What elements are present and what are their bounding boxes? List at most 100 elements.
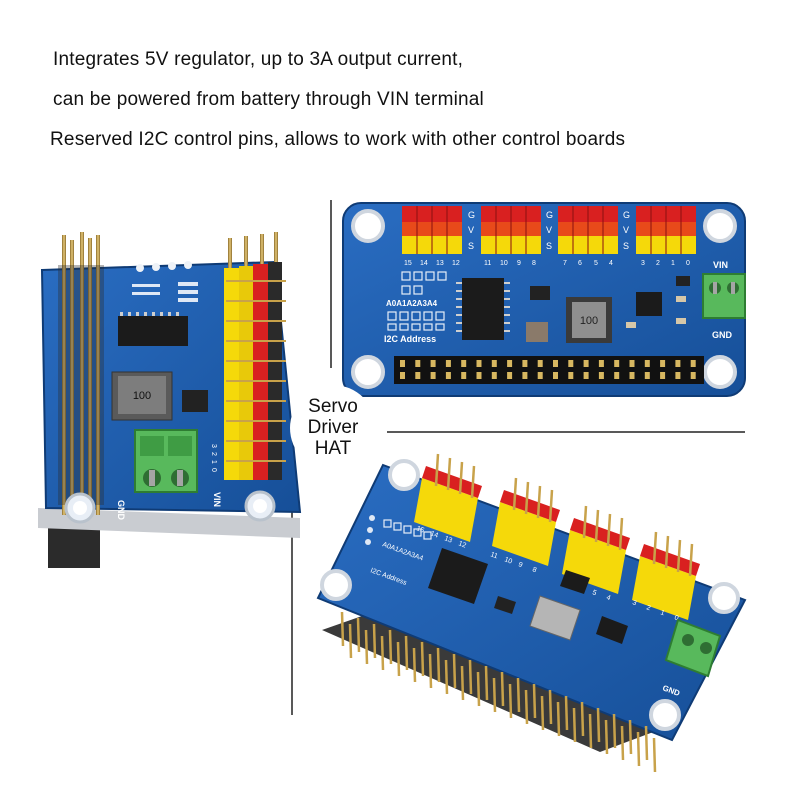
top-inductor-marking: 100 xyxy=(580,315,598,327)
gpio-pin xyxy=(522,372,528,379)
gpio-pin xyxy=(476,360,482,367)
gpio-pin xyxy=(507,360,513,367)
gpio-pin xyxy=(660,372,666,379)
gpio-pin xyxy=(564,695,569,731)
gpio-pin xyxy=(340,611,345,647)
gpio-pin xyxy=(507,372,513,379)
gpio-pin xyxy=(553,360,558,367)
gpio-pin xyxy=(476,372,482,379)
gpio-pin xyxy=(524,689,529,725)
gpio-pin xyxy=(388,629,393,665)
top-ch-8: 8 xyxy=(532,260,536,267)
right-ch-2: 2 xyxy=(645,604,651,612)
left-inductor-marking: 100 xyxy=(133,390,151,402)
gpio-pin xyxy=(372,623,377,659)
gpio-pin xyxy=(660,360,666,367)
right-board: 15 14 13 12 11 10 9 8 7 6 5 4 3 2 1 0 A0… xyxy=(316,453,747,773)
top-ch-13: 13 xyxy=(436,260,444,267)
top-label-s3: S xyxy=(623,241,629,251)
top-label-s: S xyxy=(468,241,474,251)
left-channel-2: 2 xyxy=(210,452,217,456)
right-ch-13: 13 xyxy=(443,535,453,544)
gpio-pin xyxy=(614,372,620,379)
gpio-pin xyxy=(556,701,561,737)
caption-line-1: Integrates 5V regulator, up to 3A output… xyxy=(53,49,464,70)
gpio-pin xyxy=(444,659,449,695)
gpio-pin xyxy=(356,617,361,653)
top-label-g2: G xyxy=(546,210,553,220)
gpio-pin xyxy=(522,360,528,367)
gpio-pin xyxy=(420,641,425,677)
gpio-pin xyxy=(404,635,409,671)
gpio-pin xyxy=(548,689,553,725)
left-vin-label: VIN xyxy=(212,492,222,507)
left-channel-1: 1 xyxy=(210,460,217,464)
gpio-pin xyxy=(436,647,441,683)
gpio-pin xyxy=(568,372,574,379)
gpio-pin xyxy=(532,683,537,719)
gpio-pin xyxy=(428,653,433,689)
gpio-pin xyxy=(580,701,585,737)
top-address-pins: A0A1A2A3A4 xyxy=(386,299,438,308)
gpio-pin xyxy=(690,360,696,367)
top-label-g: G xyxy=(468,210,475,220)
top-ch-4: 4 xyxy=(609,260,613,267)
right-ch-15: 15 xyxy=(415,525,425,534)
gpio-pin xyxy=(553,372,558,379)
gpio-pin xyxy=(445,360,451,367)
gpio-pin xyxy=(484,665,489,701)
gpio-pin xyxy=(629,360,635,367)
gpio-pin xyxy=(690,372,696,379)
gpio-pin xyxy=(476,671,481,707)
top-label-g3: G xyxy=(623,210,630,220)
top-ch-10: 10 xyxy=(500,260,508,267)
top-vin-label: VIN xyxy=(713,260,728,270)
gpio-pin xyxy=(604,719,609,755)
right-ch-5: 5 xyxy=(591,589,597,597)
gpio-pin xyxy=(583,360,589,367)
right-ch-4: 4 xyxy=(605,594,611,602)
top-board: G V S G V S G V S 15 14 13 12 11 10 9 8 … xyxy=(342,202,746,397)
gpio-pin xyxy=(516,677,521,713)
top-ch-6: 6 xyxy=(578,260,582,267)
gpio-pin xyxy=(430,360,436,367)
badge-line-2: Driver xyxy=(307,417,359,438)
gpio-pin xyxy=(452,653,457,689)
gpio-pin xyxy=(491,372,497,379)
gpio-pin xyxy=(620,725,625,761)
gpio-pin xyxy=(415,372,421,379)
top-label-s2: S xyxy=(546,241,552,251)
gpio-pin xyxy=(412,647,417,683)
top-label-v3: V xyxy=(623,225,629,235)
top-gnd-label: GND xyxy=(712,330,733,340)
gpio-pin xyxy=(500,671,505,707)
gpio-pin xyxy=(644,725,649,761)
top-ch-0: 0 xyxy=(686,260,690,267)
gpio-pin xyxy=(588,713,593,749)
gpio-pin xyxy=(540,695,545,731)
gpio-pin xyxy=(491,360,497,367)
top-ch-11: 11 xyxy=(484,260,491,267)
gpio-pin xyxy=(364,629,369,665)
right-ch-1: 1 xyxy=(659,609,665,617)
gpio-pin xyxy=(644,372,650,379)
gpio-pin xyxy=(537,360,543,367)
right-ch-12: 12 xyxy=(457,540,467,549)
right-ch-9: 9 xyxy=(517,561,523,569)
top-label-v: V xyxy=(468,225,474,235)
gpio-pin xyxy=(508,683,513,719)
left-channel-3: 3 xyxy=(210,444,217,448)
gpio-pin xyxy=(400,360,405,367)
gpio-pin xyxy=(396,641,401,677)
right-ch-8: 8 xyxy=(531,566,537,574)
gpio-pin xyxy=(598,372,604,379)
gpio-pin xyxy=(629,372,635,379)
gpio-pin xyxy=(415,360,421,367)
left-board: 100 GND VIN xyxy=(38,232,302,568)
right-ch-14: 14 xyxy=(429,530,439,539)
gpio-pin xyxy=(598,360,604,367)
gpio-pin xyxy=(492,677,497,713)
gpio-pin xyxy=(612,713,617,749)
left-channel-0: 0 xyxy=(210,468,217,472)
gpio-pin xyxy=(445,372,451,379)
